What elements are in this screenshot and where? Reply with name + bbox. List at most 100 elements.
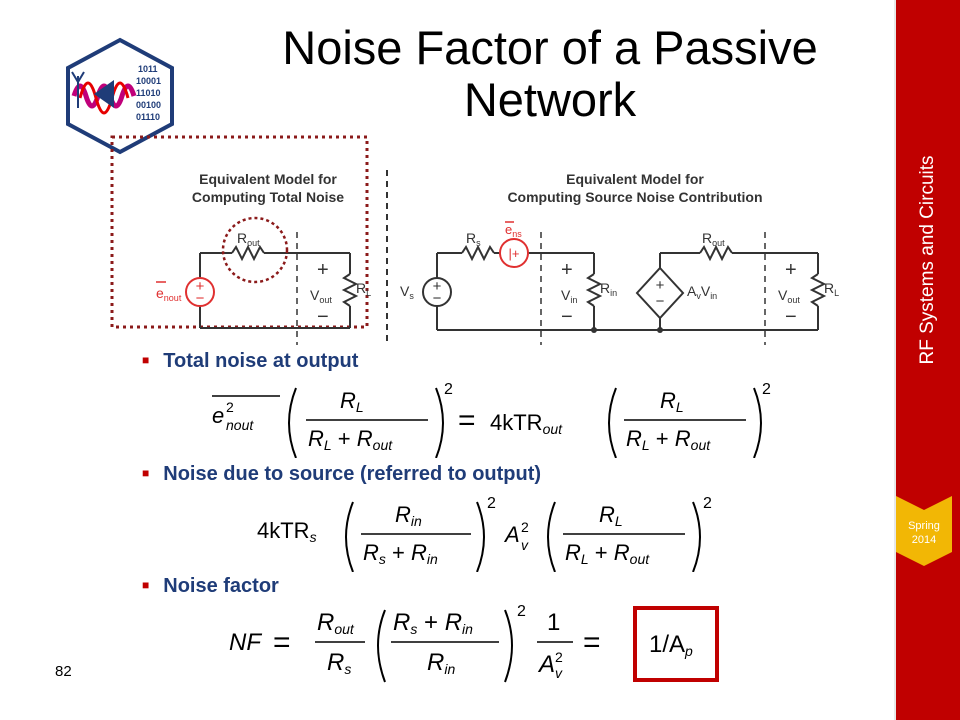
svg-text:+: +	[196, 278, 205, 295]
svg-text:RL: RL	[340, 388, 364, 415]
sidebar-edge	[894, 0, 897, 720]
svg-text:Rout: Rout	[317, 609, 355, 637]
season-text: Spring 2014	[896, 519, 952, 547]
svg-text:v: v	[521, 537, 529, 553]
left-header-2: Computing Total Noise	[192, 189, 344, 205]
noise-source-icon	[185, 277, 215, 307]
bullet-source-noise: ■Noise due to source (referred to output…	[142, 463, 542, 485]
right-header-2: Computing Source Noise Contribution	[507, 189, 762, 205]
svg-text:−: −	[433, 290, 442, 307]
left-circuit	[199, 244, 359, 329]
rout-label-right: Rout	[702, 230, 725, 248]
rout-label-left: Rout	[237, 230, 260, 248]
svg-text:−: −	[317, 306, 329, 328]
svg-text:|+: |+	[509, 246, 520, 261]
svg-text:2: 2	[487, 495, 496, 512]
rl-label-right: RL	[824, 280, 839, 298]
svg-text:=: =	[583, 626, 601, 659]
svg-text:−: −	[561, 306, 573, 328]
svg-text:RL: RL	[660, 388, 684, 415]
svg-text:4kTRout: 4kTRout	[490, 410, 563, 437]
equation-noise-factor: NF = Rout Rs Rs + Rin Rin 2 1 A 2 v = 1/…	[229, 603, 719, 683]
svg-text:2: 2	[555, 649, 563, 665]
svg-text:A: A	[537, 651, 555, 678]
wave-icon	[71, 83, 137, 109]
vout-label-left: Vout	[310, 287, 332, 305]
svg-text:RL + Rout: RL + Rout	[626, 426, 711, 453]
svg-text:1: 1	[547, 609, 560, 636]
left-header-1: Equivalent Model for	[199, 171, 337, 187]
svg-text:Rin: Rin	[427, 649, 455, 677]
svg-text:4kTRs: 4kTRs	[257, 518, 317, 545]
svg-text:nout: nout	[226, 417, 254, 433]
svg-text:=: =	[458, 404, 476, 437]
logo-bits-5: 01110	[136, 112, 160, 122]
vin-label: Vin	[561, 287, 577, 305]
vs-label: Vs	[400, 283, 414, 301]
svg-text:Rs + Rin: Rs + Rin	[363, 540, 438, 567]
amplifier-icon	[94, 80, 114, 108]
source-noise-icon	[499, 238, 529, 268]
result-highlight-box	[633, 606, 719, 682]
logo-bits-3: 11010	[136, 88, 161, 98]
right-header-1: Equivalent Model for	[566, 171, 704, 187]
rin-label: Rin	[600, 280, 617, 298]
enout-label: enout	[156, 285, 182, 303]
page-number: 82	[55, 663, 72, 680]
logo-bits-1: 1011	[138, 64, 158, 74]
svg-text:2: 2	[226, 399, 234, 415]
svg-text:−: −	[785, 306, 797, 328]
svg-text:+: +	[433, 278, 442, 295]
svg-text:2: 2	[517, 603, 526, 620]
equation-source-noise: 4kTRs Rin Rs + Rin 2 A 2 v RL RL + Rout …	[257, 495, 712, 572]
svg-text:Rs + Rin: Rs + Rin	[393, 609, 473, 637]
svg-text:2: 2	[521, 519, 529, 535]
svg-text:+: +	[785, 259, 797, 281]
svg-text:RL: RL	[599, 502, 623, 529]
svg-text:+: +	[656, 277, 665, 294]
svg-text:e: e	[212, 403, 224, 428]
svg-text:2: 2	[703, 495, 712, 512]
rs-label: Rs	[466, 230, 481, 248]
season-badge	[896, 496, 952, 566]
svg-text:−: −	[656, 293, 665, 310]
svg-text:RL + Rout: RL + Rout	[308, 426, 393, 453]
bullet-square-icon: ■	[142, 466, 150, 480]
season-year: 2014	[911, 534, 937, 546]
title-line-1: Noise Factor of a Passive	[282, 21, 818, 74]
svg-text:Rin: Rin	[395, 502, 422, 529]
rout-highlight-circle	[221, 216, 289, 284]
right-circuit	[436, 244, 827, 331]
title-line-2: Network	[463, 73, 637, 126]
svg-text:A: A	[503, 522, 520, 547]
source-icon	[422, 277, 452, 307]
svg-text:−: −	[196, 290, 205, 307]
bullet-square-icon: ■	[142, 578, 150, 592]
equation-total-noise: e 2 nout RL RL + Rout 2 = 4kTRout RL RL …	[212, 381, 771, 458]
bullet-total-noise: ■Total noise at output	[142, 350, 359, 372]
svg-text:2: 2	[444, 381, 453, 398]
svg-text:Rs: Rs	[327, 649, 351, 677]
ens-label: ens	[505, 222, 522, 239]
svg-text:NF: NF	[229, 629, 262, 656]
course-logo: 1011 10001 11010 00100 01110	[66, 37, 174, 155]
vout-label-right: Vout	[778, 287, 800, 305]
svg-text:v: v	[555, 665, 563, 681]
highlight-box	[110, 135, 369, 329]
svg-text:+: +	[317, 259, 329, 281]
svg-text:1/Ap: 1/Ap	[649, 631, 693, 659]
course-title: RF Systems and Circuits	[917, 155, 938, 365]
logo-bits-2: 10001	[136, 76, 161, 86]
bullet-noise-factor: ■Noise factor	[142, 575, 279, 597]
svg-text:=: =	[273, 626, 291, 659]
logo-bits-4: 00100	[136, 100, 161, 110]
svg-text:2: 2	[762, 381, 771, 398]
svg-text:+: +	[561, 259, 573, 281]
sidebar	[896, 0, 960, 720]
gain-label: AvVin	[687, 283, 717, 301]
circuit-diagram: Equivalent Model for Computing Total Noi…	[110, 135, 839, 345]
svg-text:RL + Rout: RL + Rout	[565, 540, 650, 567]
rl-label-left: RL	[356, 280, 371, 298]
slide-title: Noise Factor of a Passive Network	[200, 22, 900, 126]
season-label: Spring	[908, 520, 940, 532]
